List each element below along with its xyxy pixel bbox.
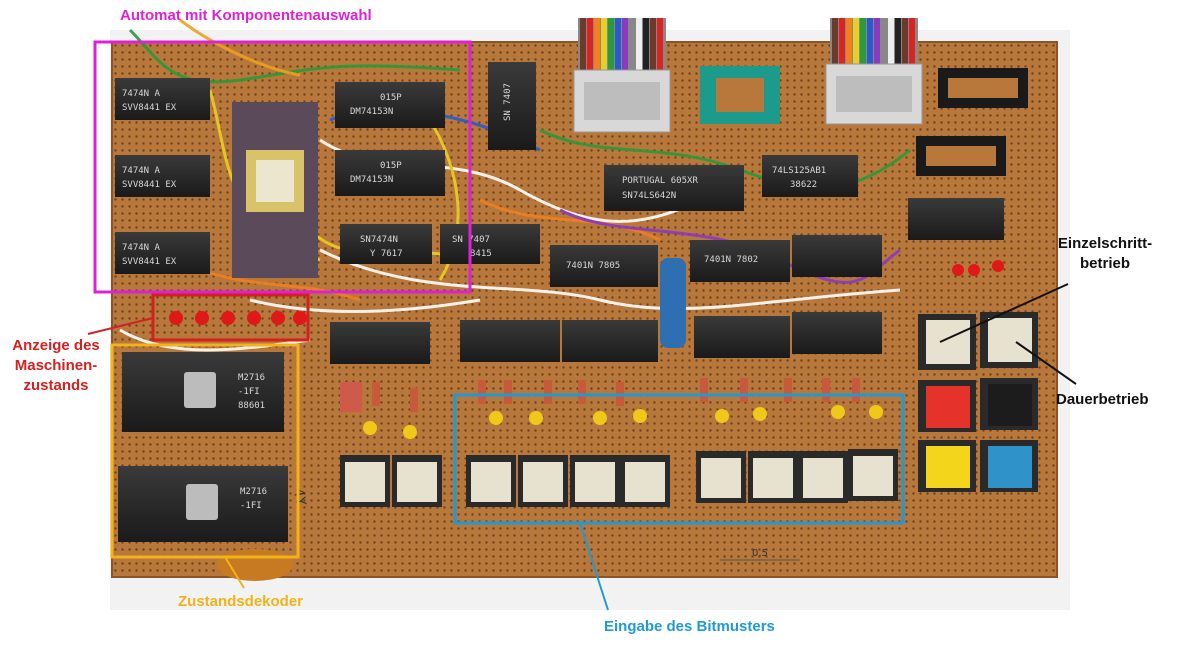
chip-ff2: 7474N A SVV8441 EX (115, 155, 210, 197)
label-dekoder: Zustandsdekoder (178, 593, 304, 610)
svg-text:38622: 38622 (790, 180, 817, 190)
run-button (980, 312, 1038, 368)
chip-ls125: 74LS125AB1 38622 (762, 155, 858, 197)
chip-7401-a: 7401N 7805 (550, 245, 658, 287)
svg-text:7474N A: 7474N A (122, 166, 161, 176)
chip-ff3: 7474N A SVV8441 EX (115, 232, 210, 274)
label-anzeige-line3: zustands (23, 377, 89, 394)
arrow-eingabe (579, 522, 609, 611)
svg-text:SVV8441 EX: SVV8441 EX (122, 103, 177, 113)
chip (460, 320, 560, 362)
step-button (918, 314, 976, 370)
svg-text:SN74LS642N: SN74LS642N (622, 191, 676, 201)
chip-mux2: 015P DM74153N (335, 150, 445, 196)
chip-7401-b: 7401N 7802 (690, 240, 790, 282)
status-leds (952, 260, 1004, 276)
input-leds (363, 405, 883, 439)
label-einzelschritt-line2: betrieb (1079, 255, 1130, 272)
svg-text:7401N 7802: 7401N 7802 (704, 255, 758, 265)
svg-text:Y 7617: Y 7617 (370, 249, 403, 259)
label-automat: Automat mit Komponentenauswahl (120, 7, 372, 24)
frame-dekoder (110, 343, 300, 559)
blue-capacitor (660, 258, 686, 348)
arrow-einzelschritt (939, 283, 1069, 343)
svg-text:SVV8441 EX: SVV8441 EX (122, 180, 177, 190)
black-button (980, 378, 1038, 430)
chip (330, 322, 430, 364)
eprom-decoder-2: M2716 -1FI (118, 466, 288, 542)
state-leds (169, 311, 307, 325)
chip (694, 316, 790, 358)
svg-text:DM74153N: DM74153N (350, 175, 393, 185)
svg-text:M2716: M2716 (238, 373, 265, 383)
chip-ls642: PORTUGAL 605XR SN74LS642N (604, 165, 744, 211)
ribbon-cable-right (825, 18, 923, 125)
chip (792, 312, 882, 354)
bit-buttons (340, 449, 898, 507)
chip-sn7407-a: SN 7407 (488, 62, 536, 150)
svg-text:M2716: M2716 (240, 487, 267, 497)
svg-text:SN 7407: SN 7407 (503, 83, 513, 121)
svg-text:SN7474N: SN7474N (360, 235, 398, 245)
chip-ff1: 7474N A SVV8441 EX (115, 78, 210, 120)
chip-mux1: 015P DM74153N (335, 82, 445, 128)
frame-eingabe (453, 393, 905, 525)
ceramic-eprom (232, 102, 318, 278)
arrow-anzeige (87, 317, 154, 335)
svg-text:SVV8441 EX: SVV8441 EX (122, 257, 177, 267)
label-einzelschritt-line1: Einzelschritt- (1057, 235, 1153, 252)
svg-text:015P: 015P (380, 93, 402, 103)
label-anzeige: Anzeige des Maschinen- zustands (0, 336, 112, 396)
arrow-dauerbetrieb (1015, 341, 1077, 385)
capacitor (217, 549, 293, 581)
red-button (918, 380, 976, 432)
chip (792, 235, 882, 277)
svg-text:8415: 8415 (470, 249, 492, 259)
yellow-button (918, 440, 976, 492)
svg-text:-1FI: -1FI (240, 501, 262, 511)
svg-text:PORTUGAL 605XR: PORTUGAL 605XR (622, 176, 698, 186)
label-eingabe: Eingabe des Bitmusters (604, 618, 775, 635)
svg-text:7474N A: 7474N A (122, 243, 161, 253)
chip (562, 320, 658, 362)
chip-sn7407-b: SN 7407 8415 (440, 224, 540, 264)
eprom-decoder-1: M2716 -1FI 88601 (122, 352, 284, 432)
svg-text:7474N A: 7474N A (122, 89, 161, 99)
svg-text:015P: 015P (380, 161, 402, 171)
svg-text:74LS125AB1: 74LS125AB1 (772, 166, 826, 176)
chip (908, 198, 1004, 240)
ruler-mark: 0.5 (752, 548, 768, 559)
label-anzeige-line2: Maschinen- (14, 357, 98, 374)
label-einzelschritt: Einzelschritt- betrieb (1040, 234, 1170, 274)
frame-automat (93, 40, 472, 294)
chip-sn7474n: SN7474N Y 7617 (340, 224, 432, 264)
svg-text:88601: 88601 (238, 401, 265, 411)
svg-text:DM74153N: DM74153N (350, 107, 393, 117)
blue-button (980, 440, 1038, 492)
frame-anzeige (151, 293, 310, 342)
label-anzeige-line1: Anzeige des (12, 337, 100, 354)
label-dauerbetrieb: Dauerbetrieb (1056, 391, 1149, 408)
ribbon-cable-left (573, 18, 671, 133)
svg-text:7401N 7805: 7401N 7805 (566, 261, 620, 271)
arrow-dekoder (224, 556, 245, 589)
svg-text:-1FI: -1FI (238, 387, 260, 397)
